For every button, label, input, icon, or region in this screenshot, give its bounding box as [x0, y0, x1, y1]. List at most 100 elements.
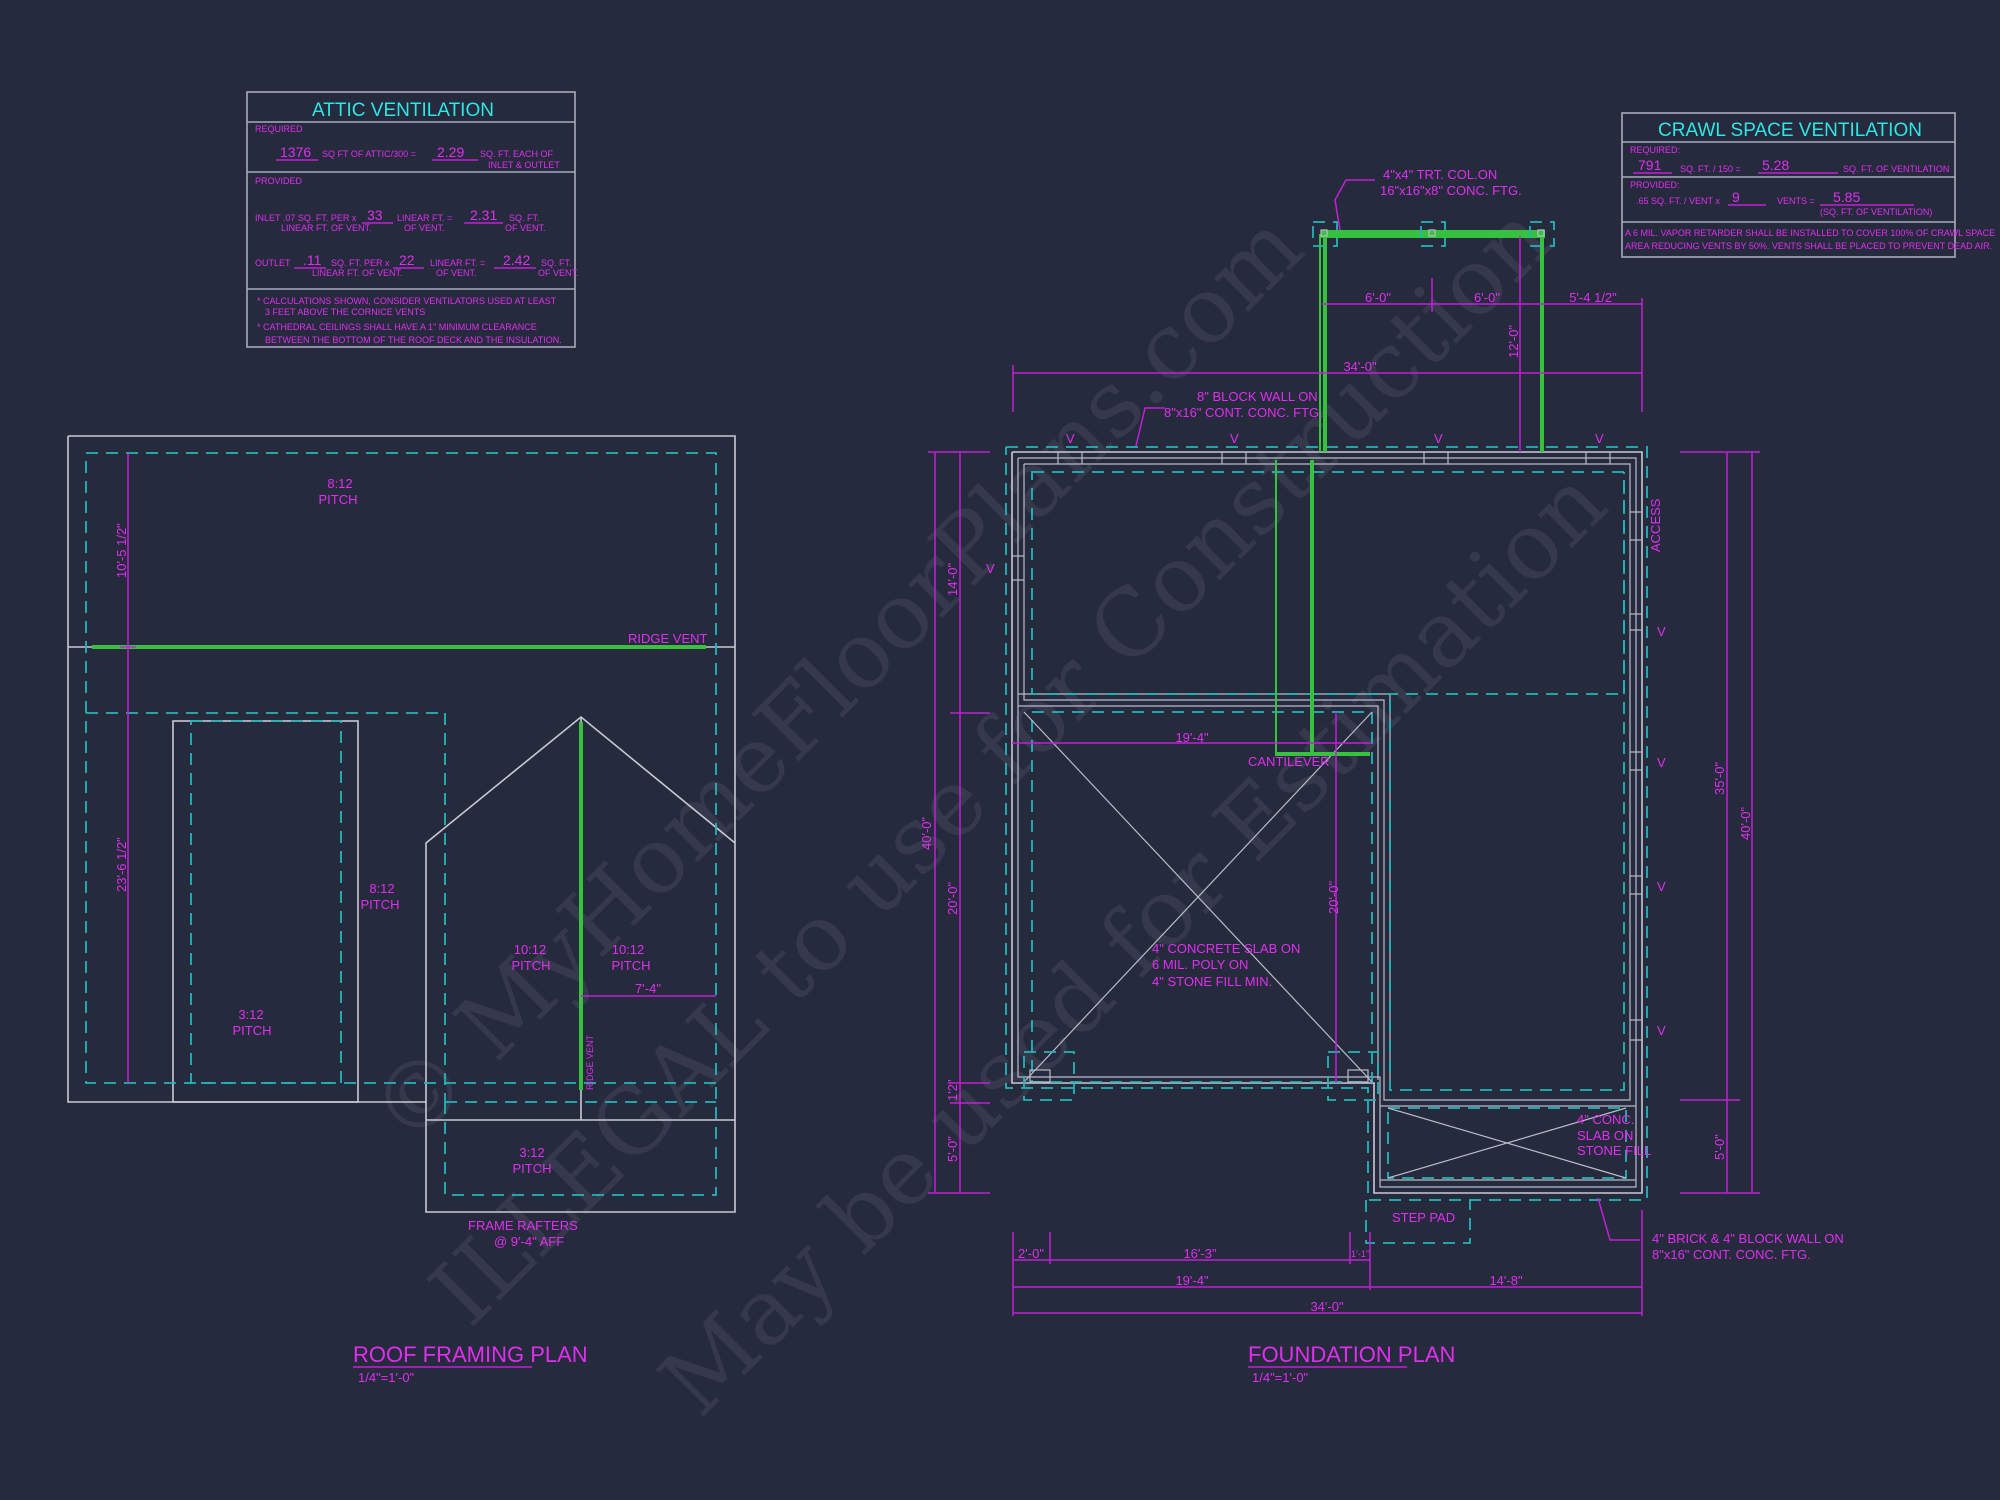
watermark-line-2: ILLEGAL to use for Construction	[410, 184, 1571, 1345]
fnd-porch-note-1: 4" CONC.	[1577, 1112, 1634, 1127]
roof-plan-scale: 1/4"=1'-0"	[358, 1370, 415, 1385]
attic-outlet-length-unit: LINEAR FT. =	[430, 258, 485, 268]
attic-provided-label: PROVIDED	[255, 176, 303, 186]
fnd-brick-note-2: 8"x16" CONT. CONC. FTG.	[1652, 1247, 1811, 1262]
vent-marks: V V V V V V V V V	[986, 431, 1666, 1038]
fnd-slab-note-3: 4" STONE FILL MIN.	[1152, 974, 1272, 989]
fnd-column-note-2: 16"x16"x8" CONC. FTG.	[1380, 183, 1522, 198]
attic-outlet-length: 22	[399, 252, 415, 268]
attic-inlet-result-unit: SQ. FT.	[509, 213, 540, 223]
attic-inlet-result-sub: OF VENT.	[505, 223, 546, 233]
fnd-dim-top-overall: 34'-0"	[1343, 359, 1377, 374]
vent-mark: V	[1434, 431, 1443, 446]
crawl-space-ventilation-table: CRAWL SPACE VENTILATION REQUIRED: 791 SQ…	[1621, 112, 1995, 258]
crawl-required-label: REQUIRED:	[1630, 145, 1680, 155]
roof-pitch-main-value: 8:12	[327, 476, 352, 491]
roof-pitch-porch-label: PITCH	[513, 1161, 552, 1176]
fnd-dim-bot-overall: 34'-0"	[1310, 1299, 1344, 1314]
attic-inlet-length: 33	[367, 207, 383, 223]
roof-pitch-porch-value: 3:12	[519, 1145, 544, 1160]
roof-pitch-mid-label: PITCH	[361, 897, 400, 912]
roof-ridge-vent-vertical: RIDGE VENT	[585, 1034, 595, 1090]
fnd-slab-note-2: 6 MIL. POLY ON	[1152, 957, 1248, 972]
crawl-provided-label: PROVIDED:	[1630, 180, 1680, 190]
roof-pitch-gable-left-value: 10:12	[514, 942, 547, 957]
roof-dim-lower: 23'-6 1/2"	[114, 837, 129, 892]
vent-mark: V	[986, 561, 995, 576]
attic-inlet-length-unit: LINEAR FT. =	[397, 213, 452, 223]
roof-note-rafters-1: FRAME RAFTERS	[468, 1218, 578, 1233]
fnd-column-note-1: 4"x4" TRT. COL.ON	[1383, 167, 1497, 182]
attic-outlet-length-sub: OF VENT.	[436, 268, 477, 278]
vent-mark: V	[1657, 624, 1666, 639]
crawl-required-text: SQ. FT. / 150 =	[1680, 164, 1741, 174]
fnd-dim-garage-depth: 20'-0"	[1326, 880, 1341, 914]
foundation-plan-title: FOUNDATION PLAN	[1248, 1342, 1455, 1367]
attic-note-2a: * CATHEDRAL CEILINGS SHALL HAVE A 1" MIN…	[257, 322, 537, 332]
fnd-dim-bot-2: 16'-3"	[1183, 1246, 1217, 1261]
roof-plan-title: ROOF FRAMING PLAN	[353, 1342, 588, 1367]
fnd-dim-bot-5: 14'-8"	[1489, 1273, 1523, 1288]
roof-dim-upper: 10'-5 1/2"	[114, 523, 129, 578]
fnd-dim-bot-4: 19'-4"	[1175, 1273, 1209, 1288]
attic-required-result: 2.29	[437, 144, 464, 160]
fnd-dim-left-2: 20'-0"	[945, 881, 960, 915]
attic-inlet-length-sub: OF VENT.	[404, 223, 445, 233]
fnd-dim-col-3: 5'-4 1/2"	[1569, 290, 1617, 305]
roof-ridge-vent-label: RIDGE VENT	[628, 631, 708, 646]
roof-pitch-gable-right-value: 10:12	[612, 942, 645, 957]
vent-mark: V	[1657, 1023, 1666, 1038]
vent-mark: V	[1595, 431, 1604, 446]
attic-outlet-rate-unit: SQ. FT. PER x	[331, 258, 390, 268]
fnd-dim-right-overall: 40'-0"	[1738, 806, 1753, 840]
fnd-porch-note-3: STONE FILL	[1577, 1143, 1651, 1158]
crawl-note-a: A 6 MIL. VAPOR RETARDER SHALL BE INSTALL…	[1625, 228, 1995, 238]
fnd-slab-note-1: 4" CONCRETE SLAB ON	[1152, 941, 1300, 956]
crawl-provided-vents-label: VENTS =	[1777, 196, 1815, 206]
crawl-provided-result: 5.85	[1833, 189, 1860, 205]
foundation-plan: 4"x4" TRT. COL.ON 16"x16"x8" CONC. FTG. …	[919, 167, 1844, 1385]
fnd-access-label: ACCESS	[1648, 498, 1663, 552]
crawl-required-unit: SQ. FT. OF VENTILATION	[1843, 164, 1949, 174]
fnd-dim-deck-depth: 12'-0"	[1506, 324, 1521, 358]
roof-pitch-shed-value: 3:12	[238, 1007, 263, 1022]
attic-ventilation-table: ATTIC VENTILATION REQUIRED 1376 SQ FT OF…	[246, 91, 579, 348]
fnd-block-wall-note-1: 8" BLOCK WALL ON	[1197, 389, 1318, 404]
attic-required-unit-2: INLET & OUTLET	[488, 160, 560, 170]
attic-note-1b: 3 FEET ABOVE THE CORNICE VENTS	[265, 307, 425, 317]
fnd-brick-note-1: 4" BRICK & 4" BLOCK WALL ON	[1652, 1231, 1844, 1246]
fnd-dim-right-porch: 5'-0"	[1712, 1134, 1727, 1160]
attic-required-unit-1: SQ. FT. EACH OF	[480, 149, 554, 159]
crawl-required-result: 5.28	[1762, 157, 1789, 173]
attic-outlet-result-unit: SQ. FT.	[541, 258, 572, 268]
crawl-provided-unit: (SQ. FT. OF VENTILATION)	[1820, 207, 1932, 217]
vent-mark: V	[1066, 431, 1075, 446]
crawl-provided-rate: .65 SQ. FT. / VENT x	[1636, 196, 1720, 206]
fnd-dim-col-1: 6'-0"	[1365, 290, 1391, 305]
attic-required-area: 1376	[280, 144, 311, 160]
fnd-dim-col-2: 6'-0"	[1474, 290, 1500, 305]
fnd-dim-bot-1: 2'-0"	[1018, 1246, 1044, 1261]
fnd-dim-left-4: 5'-0"	[945, 1136, 960, 1162]
fnd-cantilever-label: CANTILEVER	[1248, 754, 1330, 769]
roof-pitch-main-label: PITCH	[319, 492, 358, 507]
attic-inlet-result: 2.31	[470, 207, 497, 223]
attic-note-2b: BETWEEN THE BOTTOM OF THE ROOF DECK AND …	[265, 335, 562, 345]
roof-pitch-mid-value: 8:12	[369, 881, 394, 896]
roof-pitch-gable-right-label: PITCH	[612, 958, 651, 973]
roof-pitch-gable-left-label: PITCH	[512, 958, 551, 973]
attic-outlet-result: 2.42	[503, 252, 530, 268]
attic-outlet-rate: .11	[303, 252, 322, 268]
roof-pitch-shed-label: PITCH	[233, 1023, 272, 1038]
attic-inlet-sub: LINEAR FT. OF VENT.	[281, 223, 372, 233]
vent-mark: V	[1657, 879, 1666, 894]
vent-mark: V	[1230, 431, 1239, 446]
attic-outlet-label: OUTLET	[255, 258, 291, 268]
column-footings	[1312, 221, 1555, 247]
fnd-dim-left-overall: 40'-0"	[919, 816, 934, 850]
attic-outlet-rate-sub: LINEAR FT. OF VENT.	[312, 268, 403, 278]
attic-required-label: REQUIRED	[255, 124, 303, 134]
fnd-step-pad-label: STEP PAD	[1392, 1210, 1455, 1225]
fnd-dim-bot-3: 1'-1"	[1351, 1249, 1369, 1259]
